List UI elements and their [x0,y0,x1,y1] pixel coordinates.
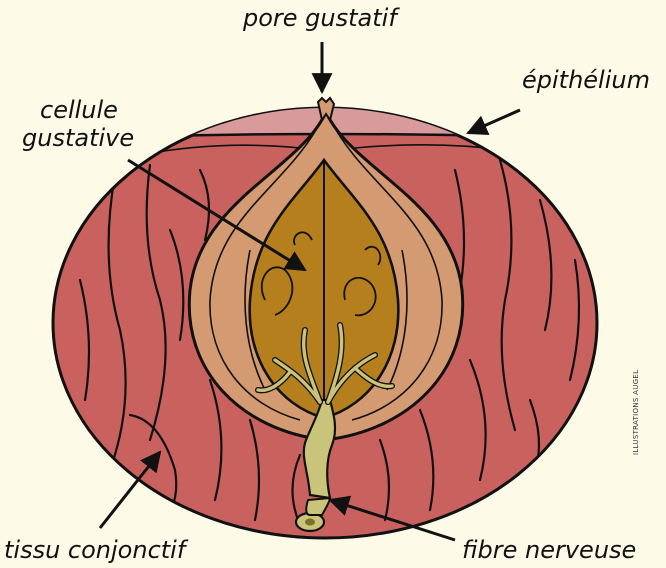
arrow-epithelium [468,110,520,133]
label-cellule: cellule [40,96,118,124]
illustration-credit: ILLUSTRATIONS AUGEL [632,370,640,455]
label-tissu-conjonctif: tissu conjonctif [4,536,185,564]
label-gustative: gustative [22,124,134,152]
label-fibre-nerveuse: fibre nerveuse [462,536,636,564]
label-pore-gustatif: pore gustatif [243,4,397,32]
label-epithelium: épithélium [522,66,650,94]
